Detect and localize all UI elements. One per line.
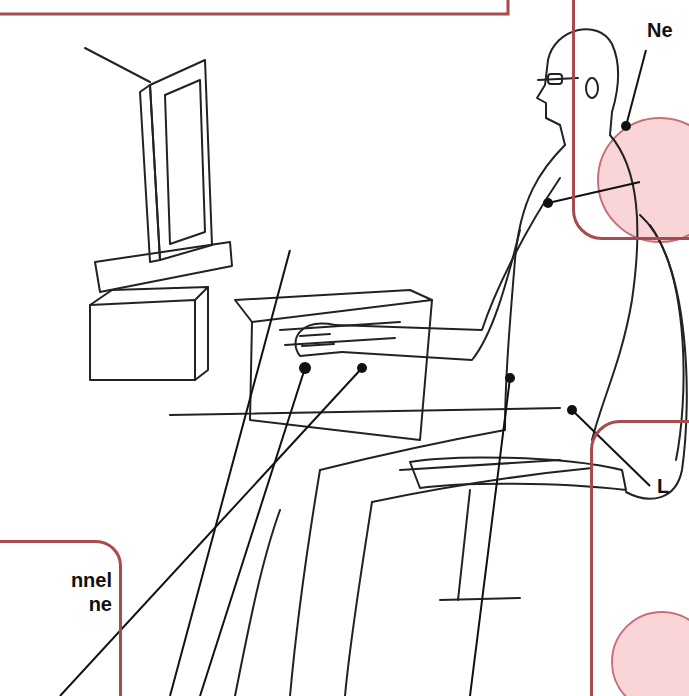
- callout-box: Ne: [572, 0, 689, 240]
- point-dots: [299, 121, 631, 415]
- marker-circle: [612, 612, 689, 696]
- callout-box: nnel ne: [0, 540, 122, 696]
- body-part-label: nnel ne: [60, 568, 112, 616]
- body-part-label: L: [657, 474, 669, 498]
- body-part-label: Ne: [647, 18, 673, 42]
- line-art: [85, 29, 687, 696]
- callout-box: L: [590, 420, 689, 696]
- leader-lines: [60, 50, 650, 696]
- frame-box: [0, 0, 508, 14]
